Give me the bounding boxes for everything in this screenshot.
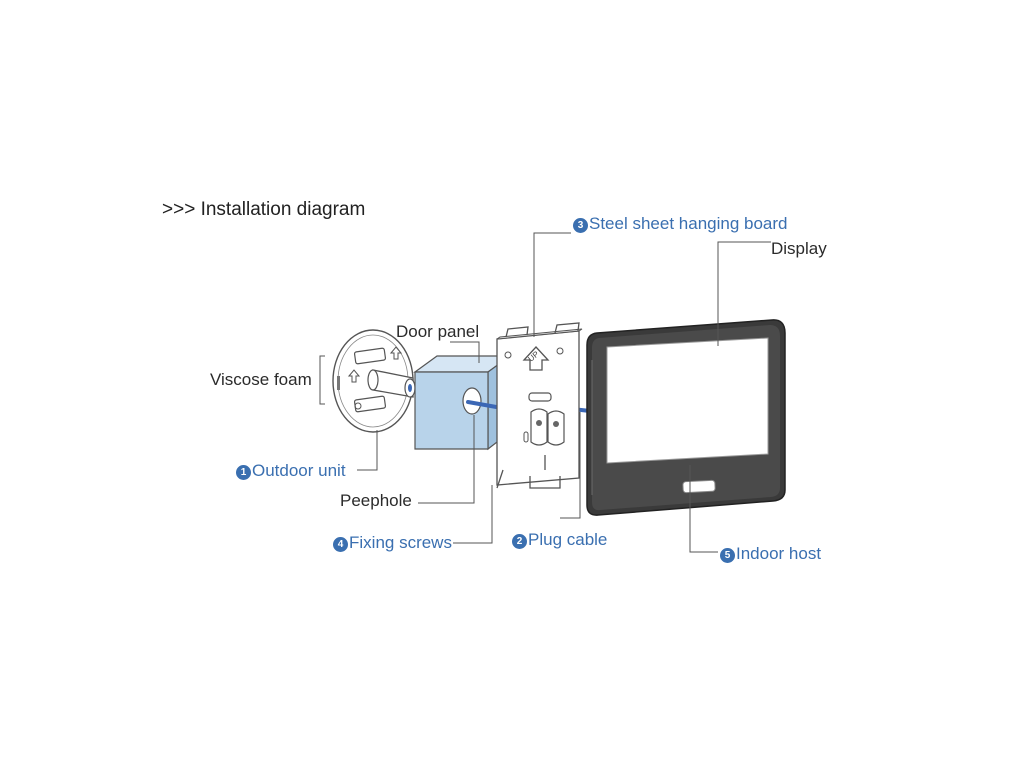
label-text: Plug cable [528,530,608,549]
diagram-title: >>> Installation diagram [162,199,366,220]
label-text: Steel sheet hanging board [589,214,788,233]
outdoor-unit-graphic [332,329,416,433]
leader-lines [319,232,771,553]
label-text: Fixing screws [349,533,452,552]
number-badge: 5 [720,548,735,563]
number-badge: 2 [512,534,527,549]
label-text: Outdoor unit [252,461,346,480]
number-badge: 4 [333,537,348,552]
indoor-host-graphic [586,319,786,516]
steel-sheet-graphic [496,322,583,489]
number-badge: 1 [236,465,251,480]
label-door-panel: Door panel [396,322,480,341]
number-badge: 3 [573,218,588,233]
door-panel-graphic [413,354,512,451]
label-viscose-foam: Viscose foam [210,370,312,389]
label-display: Display [771,239,827,258]
label-peephole: Peephole [340,491,412,510]
label-text: Indoor host [736,544,822,563]
